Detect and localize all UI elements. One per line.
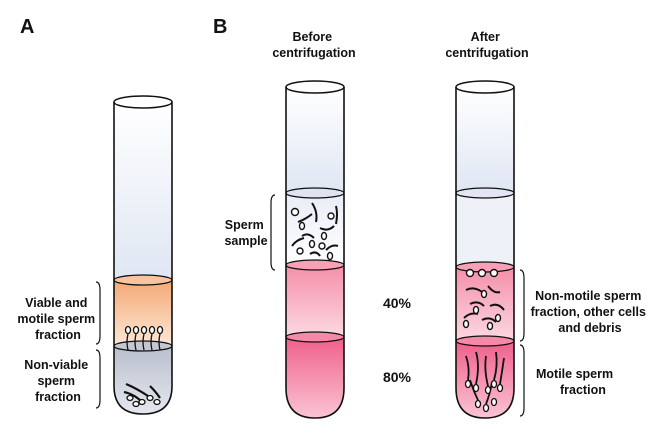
tube-b-after-40-layer	[456, 267, 514, 341]
tube-b-before-empty-section	[286, 87, 344, 193]
tube-b-after-title: After centrifugation	[445, 30, 528, 60]
tube-a-upper-label: Viable and motile sperm fraction	[17, 296, 98, 342]
tube-b-before-title: Before centrifugation	[272, 30, 355, 60]
gradient-80-label: 80%	[383, 369, 412, 385]
tube-b-before-80-layer	[286, 337, 344, 418]
tube-b-before-interface-40	[285, 259, 345, 271]
tube-b-after-outline	[455, 87, 515, 419]
tube-b-after-upper-bracket	[519, 269, 525, 342]
panel-label-a: A	[20, 16, 34, 38]
tube-a-empty-section	[114, 102, 172, 280]
tube-a-motile-sperm	[124, 325, 164, 351]
tube-b-after	[455, 80, 515, 419]
tube-a-viable-layer	[114, 280, 172, 346]
tube-b-before-sperm-cells	[290, 202, 339, 261]
tube-a-outline	[113, 102, 173, 415]
tube-b-after-interface-top	[455, 187, 515, 199]
gradient-40-label: 40%	[383, 295, 412, 311]
tube-b-before-opening	[285, 80, 345, 94]
tube-a-lower-label: Non-viable sperm fraction	[24, 358, 91, 404]
tube-b-after-nonmotile-cells	[462, 268, 505, 331]
tube-a-interface-top	[113, 274, 173, 286]
tube-a-lower-bracket	[95, 349, 101, 409]
tube-b-before-sample-bracket	[270, 194, 276, 271]
tube-b-before-40-layer	[286, 265, 344, 337]
tube-b-before-interface-80	[285, 331, 345, 343]
tube-b-before-sample-layer	[286, 193, 344, 265]
tube-b-after-empty-section	[456, 87, 514, 193]
tube-b-after-motile-sperm	[464, 351, 505, 413]
tube-b-before-sample-label: Sperm sample	[224, 218, 267, 248]
tube-b-before	[285, 80, 345, 419]
tube-a	[113, 95, 173, 415]
tube-b-after-medium-layer	[456, 193, 514, 267]
tube-a-nonviable-sperm	[123, 382, 161, 408]
panel-label-b: B	[213, 16, 227, 38]
tube-b-after-80-layer	[456, 341, 514, 418]
tube-b-after-opening	[455, 80, 515, 94]
tube-a-opening	[113, 95, 173, 109]
tube-b-before-interface-sample	[285, 187, 345, 199]
tube-b-after-lower-label: Motile sperm fraction	[536, 367, 617, 397]
tube-a-upper-bracket	[95, 281, 101, 345]
tube-b-before-outline	[285, 87, 345, 419]
tube-b-after-upper-label: Non-motile sperm fraction, other cells a…	[531, 289, 650, 335]
tube-b-after-interface-80	[455, 335, 515, 347]
tube-b-after-lower-bracket	[519, 344, 525, 417]
